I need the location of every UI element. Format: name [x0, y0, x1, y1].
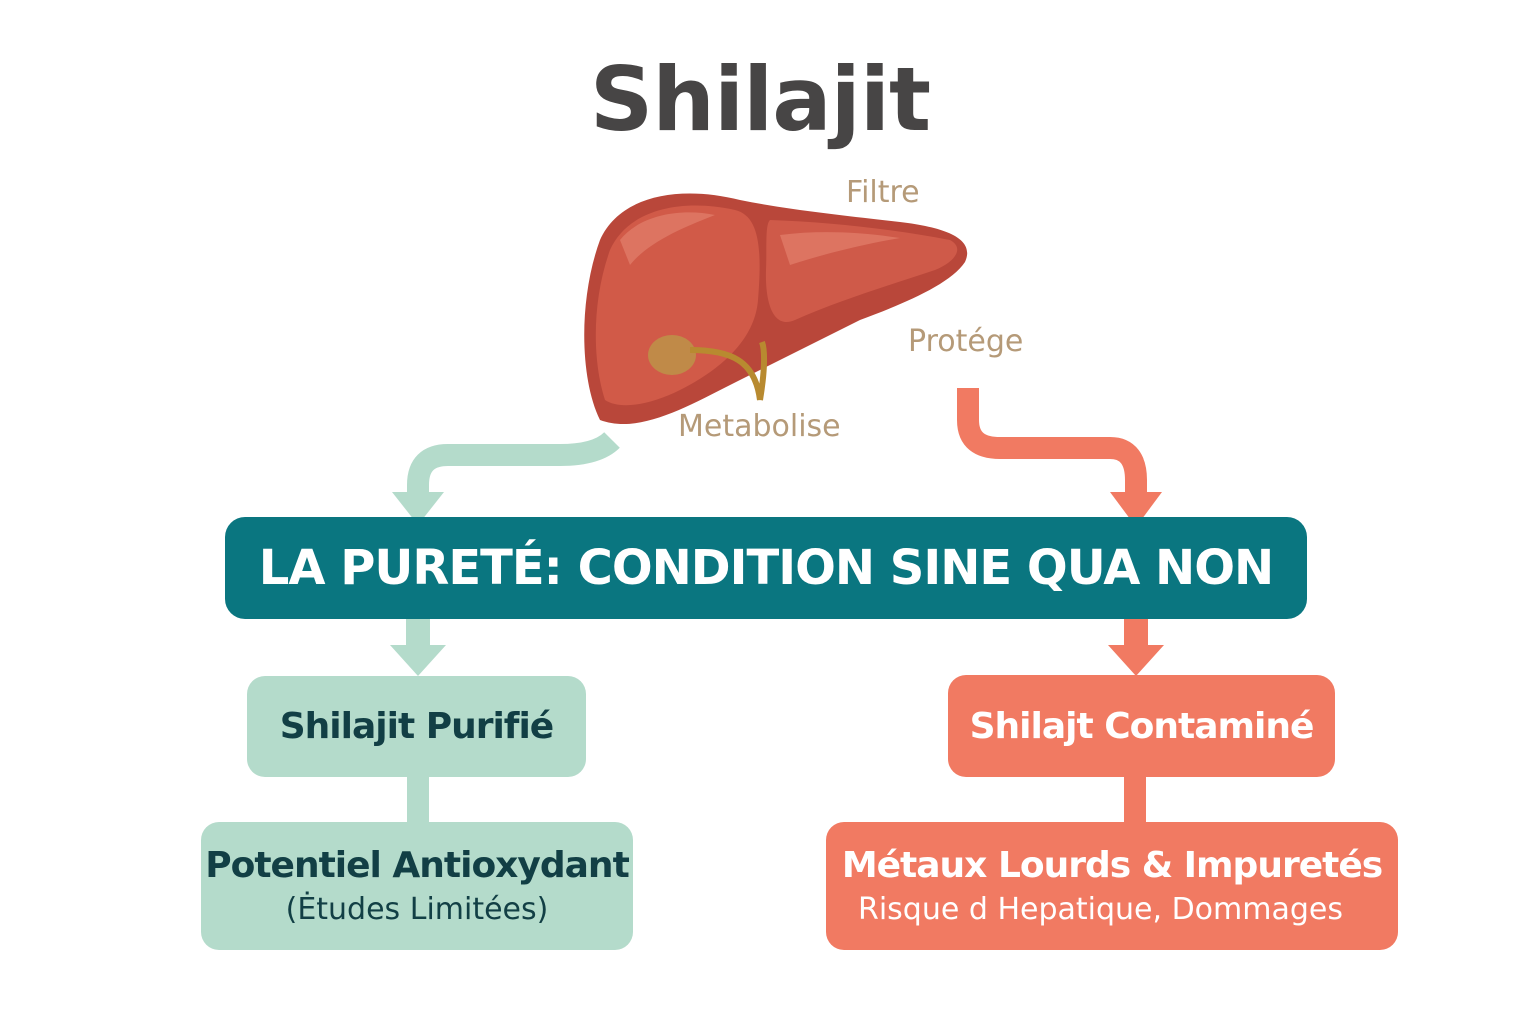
contaminated-box: Shilajt Contaminé [948, 675, 1335, 777]
heavy-metals-risk: Risque d Hepatique, Dommages [858, 892, 1343, 927]
mint-arrow-stem [406, 619, 430, 647]
coral-arrow-stem [1124, 619, 1148, 647]
heavy-metals-title: Métaux Lourds & Impuretés [841, 845, 1383, 886]
purified-label: Shilajit Purifié [279, 706, 554, 747]
page-title: Shilajit [589, 48, 931, 151]
antioxidant-note: (Ėtudes Limitées) [285, 892, 549, 927]
antioxidant-title: Potentiel Antioxydant [205, 845, 630, 886]
coral-arrowhead-2 [1108, 645, 1164, 676]
coral-arrowhead [1110, 492, 1162, 527]
coral-arrow [957, 388, 1147, 498]
heavy-metals-box: Métaux Lourds & Impuretés Risque d Hepat… [826, 822, 1398, 950]
mint-arrowhead [392, 492, 444, 525]
purity-banner: LA PURETÉ: CONDITION SINE QUA NON [225, 517, 1307, 619]
mint-arrowhead-2 [390, 645, 446, 676]
label-protege: Protége [908, 324, 1024, 359]
label-metabolise: Metabolise [678, 409, 841, 444]
mint-connector [407, 775, 429, 825]
label-filtre: Filtre [846, 175, 920, 210]
liver-icon [584, 193, 968, 425]
mint-arrow [407, 431, 620, 498]
contaminated-label: Shilajt Contaminé [969, 705, 1315, 747]
antioxidant-box: Potentiel Antioxydant (Ėtudes Limitées) [201, 822, 633, 950]
coral-connector [1124, 775, 1146, 825]
purified-box: Shilajit Purifié [247, 676, 586, 777]
